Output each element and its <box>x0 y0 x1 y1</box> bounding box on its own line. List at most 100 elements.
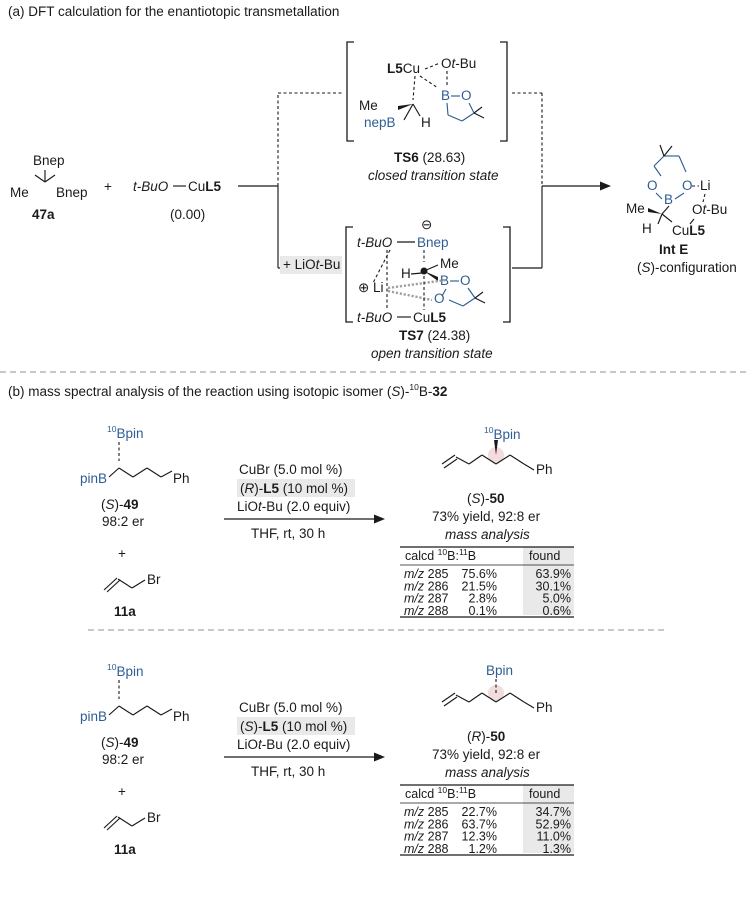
conditions-solvent: THF, rt, 30 h <box>251 764 325 779</box>
allyl-bromide-11a: Br 11a <box>103 572 161 619</box>
row-found: 34.7% <box>536 805 571 819</box>
found-column-shade <box>523 785 574 853</box>
additive-label: + LiOt-Bu <box>283 257 340 272</box>
row-found: 1.3% <box>543 842 572 856</box>
row-found: 63.9% <box>536 567 571 581</box>
conditions-catalyst: CuBr (5.0 mol %) <box>239 462 343 477</box>
ts7-structure: + LiOt-Bu ⊖ t-BuO Bnep H Me B O O ⊕ Li t… <box>280 217 511 325</box>
reagent-energy: (0.00) <box>170 207 205 222</box>
ts7-anion-charge: ⊖ <box>421 217 432 232</box>
row-calcd: 22.7% <box>462 805 497 819</box>
tbuo-label: t-BuO <box>133 179 169 194</box>
ts7-tbuo-bottom: t-BuO <box>357 310 393 325</box>
substrate-ph: Ph <box>173 709 190 724</box>
found-column-shade <box>523 547 574 615</box>
ts7-bnep: Bnep <box>417 235 449 250</box>
int-e-lithium: Li <box>700 178 711 193</box>
ts6-bnep: nepB <box>364 115 396 130</box>
ts6-methyl: Me <box>359 98 378 113</box>
row-calcd: 75.6% <box>462 567 497 581</box>
product-label: (S)-50 <box>467 491 505 506</box>
substrate-ph: Ph <box>173 471 190 486</box>
ts7-cu-l5: CuL5 <box>413 310 447 325</box>
plus-sign: + <box>118 546 126 561</box>
substrate-er: 98:2 er <box>102 514 145 529</box>
ts7-label: TS7 (24.38) <box>399 328 470 343</box>
product-yield: 73% yield, 92:8 er <box>432 747 541 762</box>
int-e-label: Int E <box>659 242 688 257</box>
row-calcd: 1.2% <box>469 842 498 856</box>
substrate-er: 98:2 er <box>102 752 145 767</box>
compound-label-11a: 11a <box>114 842 136 857</box>
row-found: 30.1% <box>536 579 571 593</box>
int-e-hydrogen: H <box>642 221 652 236</box>
row-mz: m/z 287 <box>404 830 449 844</box>
ts6-boron: B <box>441 88 450 103</box>
int-e-oxygen-left: O <box>647 178 658 193</box>
conditions-ligand: (S)-L5 (10 mol %) <box>240 719 347 734</box>
int-e-cu-l5: CuL5 <box>672 223 706 238</box>
substrate-bpin-top: 10Bpin <box>107 424 144 441</box>
allyl-br: Br <box>147 810 161 825</box>
substrate-pinb: pinB <box>80 709 107 724</box>
compound-label-47a: 47a <box>32 207 55 222</box>
substrate-pinb: pinB <box>80 471 107 486</box>
ts7-methyl: Me <box>440 256 459 271</box>
methyl-label: Me <box>10 185 29 200</box>
ts7-lithium: Li <box>373 280 384 295</box>
ts7-caption: open transition state <box>371 346 493 361</box>
product-bpin: Bpin <box>486 663 513 678</box>
svg-text:L5Cu: L5Cu <box>387 61 420 76</box>
svg-text:CuL5: CuL5 <box>188 179 222 194</box>
table-row: m/z 285 75.6% 63.9% <box>404 567 571 581</box>
allyl-br: Br <box>147 572 161 587</box>
additive-highlight <box>280 256 342 274</box>
row-mz: m/z 286 <box>404 817 449 831</box>
table-row: m/z 288 1.2% 1.3% <box>404 842 571 856</box>
ligand-highlight <box>237 717 355 735</box>
int-e-structure: O O B Li Me H CuL5 Ot-Bu <box>626 144 727 238</box>
int-e-config: (S)-configuration <box>637 260 737 275</box>
row-calcd: 2.8% <box>469 592 498 606</box>
conditions-base: LiOt-Bu (2.0 equiv) <box>237 499 350 514</box>
ts7-oxygen-2: O <box>434 291 445 306</box>
reaction-conditions: CuBr (5.0 mol %)(S)-L5 (10 mol %)LiOt-Bu… <box>224 700 385 779</box>
product-yield: 73% yield, 92:8 er <box>432 509 541 524</box>
row-found: 52.9% <box>536 817 571 831</box>
row-mz: m/z 286 <box>404 579 449 593</box>
conditions-ligand: (R)-L5 (10 mol %) <box>240 481 348 496</box>
row-mz: m/z 285 <box>404 567 449 581</box>
row-mz: m/z 288 <box>404 842 449 856</box>
compound-label-11a: 11a <box>114 604 136 619</box>
product-ph: Ph <box>536 700 553 715</box>
conditions-base: LiOt-Bu (2.0 equiv) <box>237 737 350 752</box>
reactant-47a: Bnep Me Bnep 47a <box>10 153 88 222</box>
table-header-found: found <box>529 787 560 801</box>
allyl-bromide-11a: Br 11a <box>103 810 161 857</box>
product-bpin: 10Bpin <box>484 425 521 442</box>
int-e-boron: B <box>664 192 673 207</box>
int-e-oxygen-right: O <box>682 178 693 193</box>
part-a-title: (a) DFT calculation for the enantiotopic… <box>8 4 339 19</box>
part-b-title: (b) mass spectral analysis of the reacti… <box>8 382 447 399</box>
product-label: (R)-50 <box>467 729 505 744</box>
row-mz: m/z 285 <box>404 805 449 819</box>
row-calcd: 0.1% <box>469 604 498 618</box>
ts6-caption: closed transition state <box>368 168 499 183</box>
plus-sign: + <box>104 179 112 194</box>
ts7-tbuo-top: t-BuO <box>357 235 393 250</box>
ts7-hydrogen: H <box>401 266 411 281</box>
table-title: mass analysis <box>445 765 530 780</box>
plus-sign: + <box>118 784 126 799</box>
ts6-oxygen: O <box>461 88 472 103</box>
int-e-methyl: Me <box>626 201 645 216</box>
ts6-label: TS6 (28.63) <box>394 150 465 165</box>
